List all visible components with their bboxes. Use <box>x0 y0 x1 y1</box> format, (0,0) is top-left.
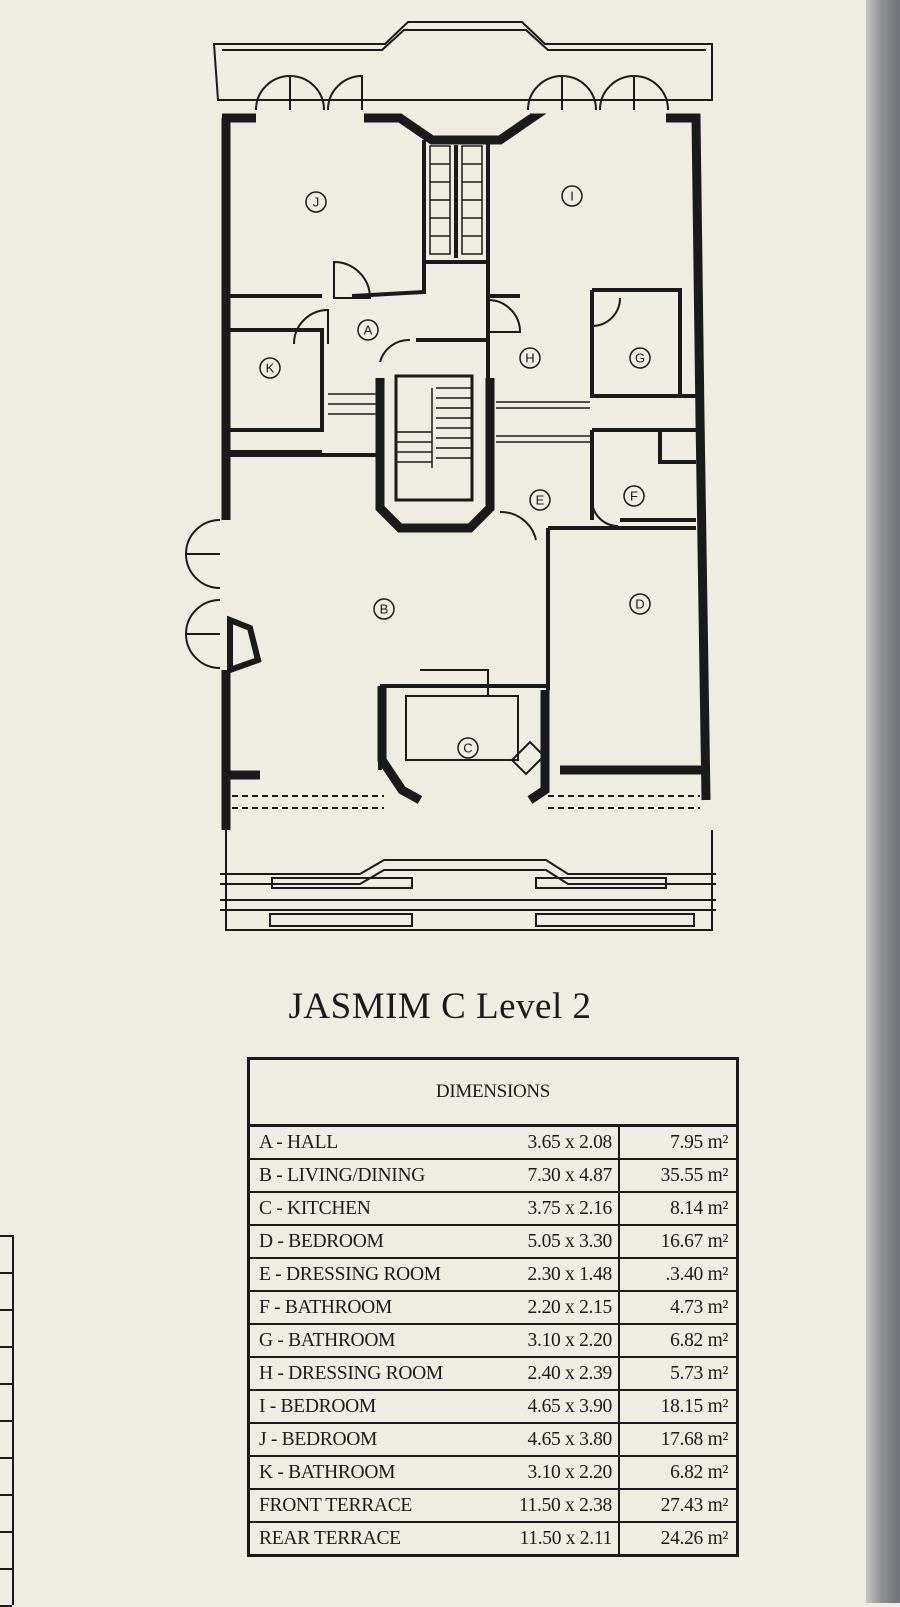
cell-size: 3.75 x 2.16 <box>490 1192 619 1226</box>
cell-room: K - BATHROOM <box>248 1456 491 1490</box>
cell-size: 5.05 x 3.30 <box>490 1225 619 1259</box>
plan-title: JASMIM C Level 2 <box>288 986 592 1027</box>
cell-area: 6.82 m² <box>618 1456 738 1490</box>
room-label-d: D <box>635 597 644 612</box>
cell-room: I - BEDROOM <box>248 1390 491 1424</box>
cell-room: E - DRESSING ROOM <box>248 1258 491 1292</box>
cell-size: 2.20 x 2.15 <box>490 1291 619 1325</box>
cell-area: 16.67 m² <box>618 1225 738 1259</box>
cell-size: 4.65 x 3.80 <box>490 1423 619 1457</box>
cell-area: 27.43 m² <box>618 1489 738 1523</box>
cell-room: J - BEDROOM <box>248 1423 491 1457</box>
room-label-e: E <box>536 493 545 508</box>
cell-area: 18.15 m² <box>618 1390 738 1424</box>
room-label-g: G <box>635 351 645 366</box>
cell-size: 7.30 x 4.87 <box>490 1159 619 1193</box>
staircase-core <box>375 378 495 533</box>
cell-room: G - BATHROOM <box>248 1324 491 1358</box>
cell-room: F - BATHROOM <box>248 1291 491 1325</box>
table-header: DIMENSIONS <box>248 1058 738 1127</box>
room-label-b: B <box>380 602 389 617</box>
cell-area: 35.55 m² <box>618 1159 738 1193</box>
room-label-k: K <box>266 361 275 376</box>
cell-area: 4.73 m² <box>618 1291 738 1325</box>
room-label-i: I <box>570 189 574 204</box>
cell-size: 2.40 x 2.39 <box>490 1357 619 1391</box>
room-label-j: J <box>313 195 320 210</box>
cell-room: C - KITCHEN <box>248 1192 491 1226</box>
cell-size: 11.50 x 2.11 <box>490 1522 619 1557</box>
cell-room: A - HALL <box>248 1125 491 1160</box>
floor-plan: J I A H G K E F B D C <box>184 21 716 931</box>
cell-size: 4.65 x 3.90 <box>490 1390 619 1424</box>
cell-size: 2.30 x 1.48 <box>490 1258 619 1292</box>
cell-area: 5.73 m² <box>618 1357 738 1391</box>
kitchen-outline <box>377 686 550 804</box>
rear-terrace-outline <box>212 21 713 101</box>
cell-room: REAR TERRACE <box>248 1522 491 1557</box>
cell-area: .3.40 m² <box>618 1258 738 1292</box>
room-label-h: H <box>525 351 534 366</box>
cell-area: 6.82 m² <box>618 1324 738 1358</box>
cell-size: 11.50 x 2.38 <box>490 1489 619 1523</box>
adjacent-table-edge <box>0 1235 14 1607</box>
cell-area: 24.26 m² <box>618 1522 738 1557</box>
front-terrace-outline <box>225 830 713 931</box>
cell-area: 8.14 m² <box>618 1192 738 1226</box>
cell-room: H - DRESSING ROOM <box>248 1357 491 1391</box>
cell-room: FRONT TERRACE <box>248 1489 491 1523</box>
cell-area: 7.95 m² <box>618 1125 738 1160</box>
room-label-f: F <box>630 489 638 504</box>
room-label-c: C <box>463 741 472 756</box>
room-label-a: A <box>364 323 373 338</box>
cell-area: 17.68 m² <box>618 1423 738 1457</box>
cell-room: D - BEDROOM <box>248 1225 491 1259</box>
cell-size: 3.10 x 2.20 <box>490 1324 619 1358</box>
cell-room: B - LIVING/DINING <box>248 1159 491 1193</box>
page-edge-shadow <box>866 0 900 1603</box>
cell-size: 3.10 x 2.20 <box>490 1456 619 1490</box>
cell-size: 3.65 x 2.08 <box>490 1125 619 1160</box>
